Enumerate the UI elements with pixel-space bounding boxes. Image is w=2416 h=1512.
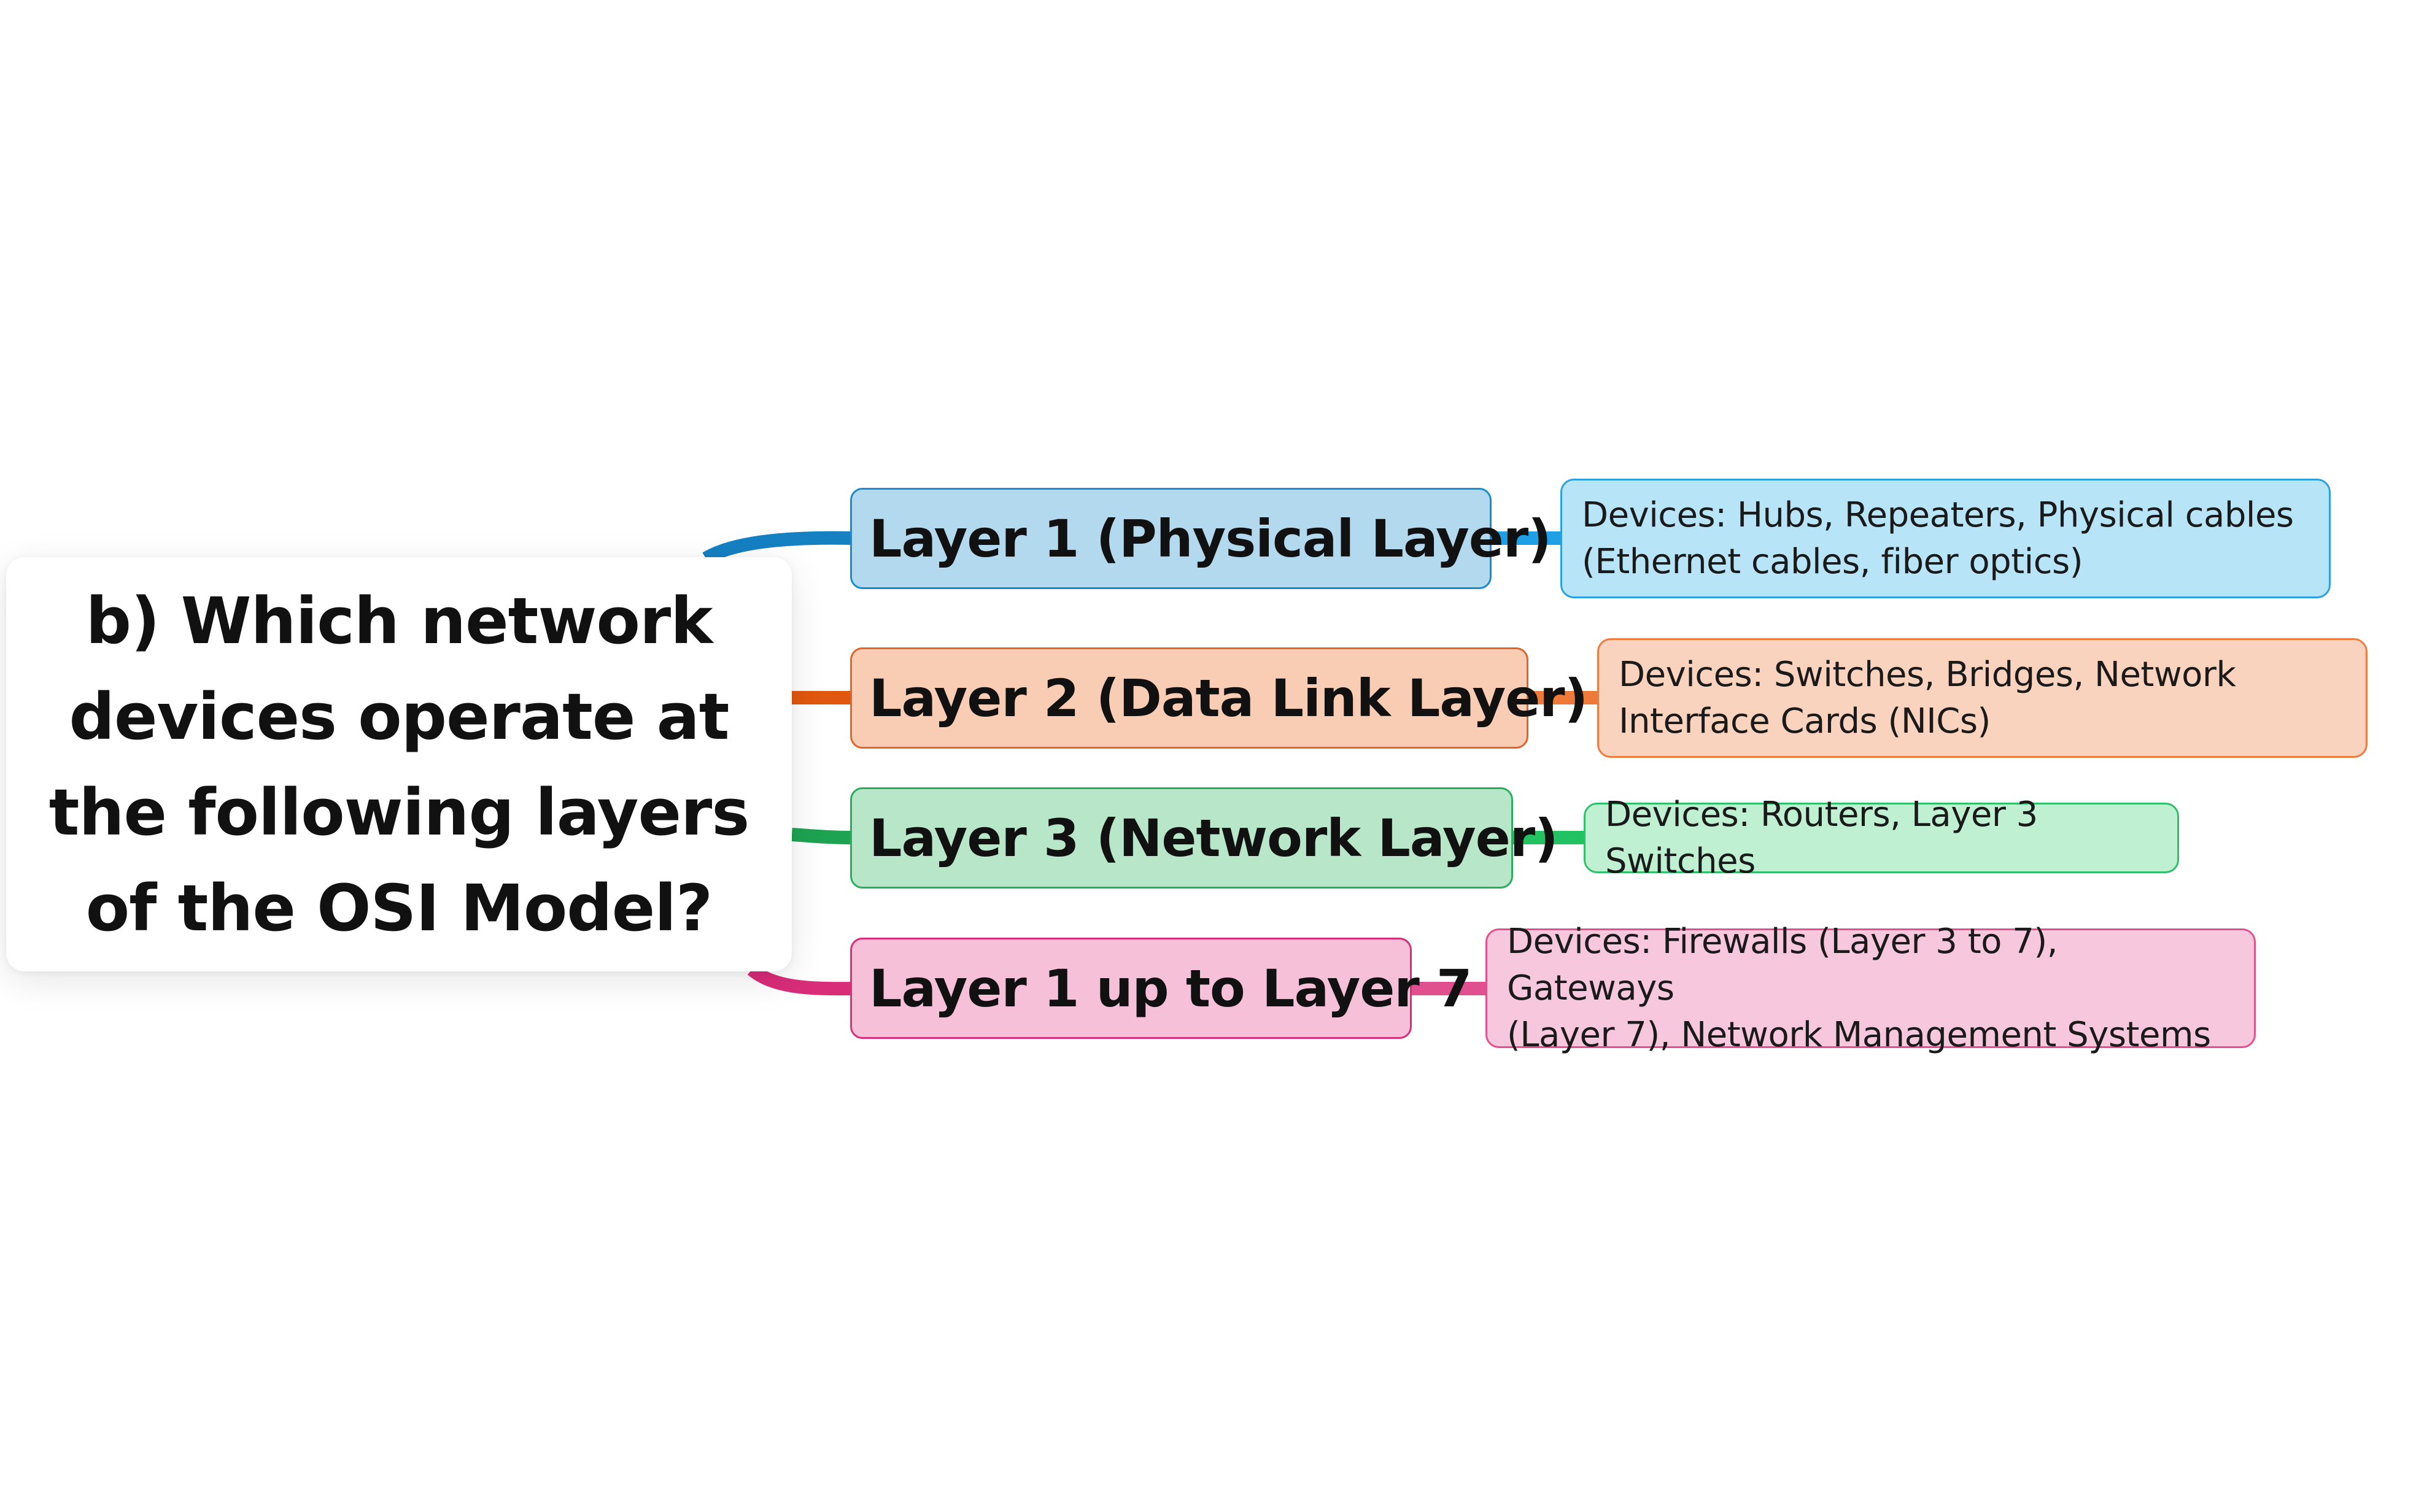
layer-1-to-7-node[interactable]: Layer 1 up to Layer 7 <box>850 938 1472 1039</box>
layer-1-physical-node[interactable]: Layer 1 (Physical Layer) <box>850 488 1552 589</box>
layer-2-devices-node[interactable]: Devices: Switches, Bridges, Network Inte… <box>1597 638 2368 758</box>
layer-2-data-link-label: Layer 2 (Data Link Layer) <box>869 668 1588 728</box>
layer-1-to-7-devices-node[interactable]: Devices: Firewalls (Layer 3 to 7), Gatew… <box>1485 922 2256 1055</box>
layer-3-network-label: Layer 3 (Network Layer) <box>869 808 1558 868</box>
layer-3-devices-node[interactable]: Devices: Routers, Layer 3 Switches <box>1584 795 2179 881</box>
layer-1-to-7-label: Layer 1 up to Layer 7 <box>869 958 1472 1019</box>
layer-1-devices-node[interactable]: Devices: Hubs, Repeaters, Physical cable… <box>1560 479 2331 598</box>
connector-central-layer-3 <box>791 828 854 844</box>
central-topic[interactable]: b) Which network devices operate at the … <box>6 557 792 971</box>
layer-3-network-node[interactable]: Layer 3 (Network Layer) <box>850 787 1558 889</box>
connector-central-layer-4 <box>747 964 854 996</box>
layer-3-devices-text: Devices: Routers, Layer 3 Switches <box>1605 794 2038 881</box>
layer-2-devices-text: Devices: Switches, Bridges, Network Inte… <box>1619 654 2236 741</box>
layer-1-devices-text: Devices: Hubs, Repeaters, Physical cable… <box>1582 495 2294 582</box>
connector-central-layer-1 <box>702 531 854 565</box>
central-topic-title: b) Which network devices operate at the … <box>48 583 750 946</box>
layer-2-data-link-node[interactable]: Layer 2 (Data Link Layer) <box>850 647 1588 749</box>
layer-1-to-7-devices-text: Devices: Firewalls (Layer 3 to 7), Gatew… <box>1507 921 2211 1055</box>
layer-1-physical-label: Layer 1 (Physical Layer) <box>869 508 1552 569</box>
